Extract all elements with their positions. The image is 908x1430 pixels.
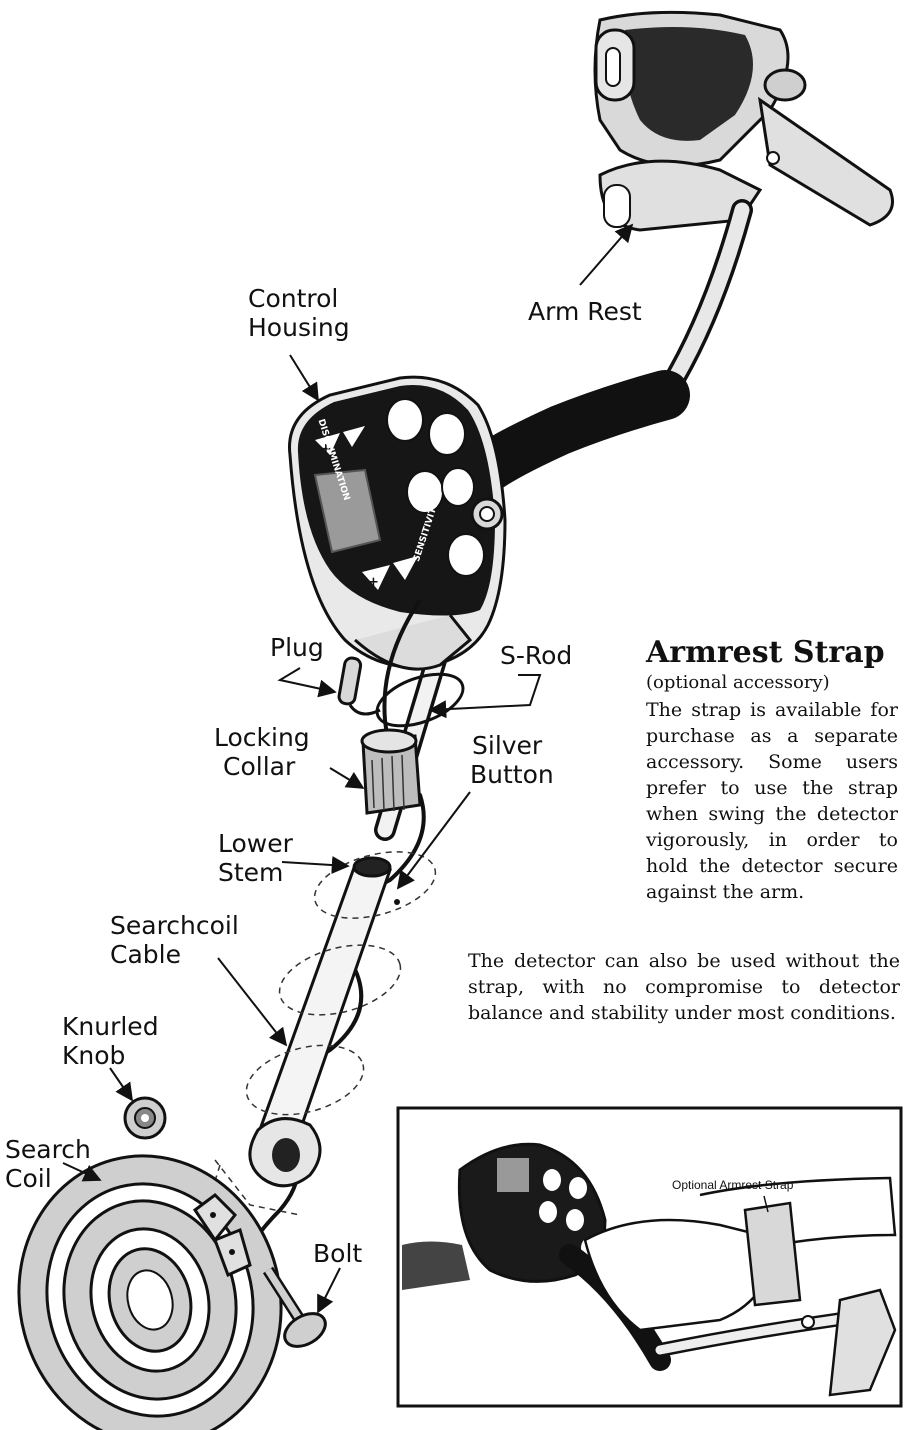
search-coil-label-line2: Coil: [5, 1164, 52, 1193]
knurled-knob: [125, 1098, 165, 1138]
inset-caption: Optional Armrest Strap: [672, 1178, 793, 1192]
armrest-strap-subtitle: (optional accessory): [646, 671, 830, 695]
lower-stem: [250, 858, 400, 1186]
plug-label: Plug: [270, 633, 324, 662]
locking-collar: [362, 730, 420, 813]
silver-button-label-line2: Button: [470, 760, 554, 789]
control-housing-label-line1: Control: [248, 284, 338, 313]
locking-collar-label-line2: Collar: [223, 752, 295, 781]
lower-stem-label-line2: Stem: [218, 858, 283, 887]
locking-collar-label-line1: Locking: [214, 723, 310, 752]
lower-stem-label-line1: Lower: [218, 829, 293, 858]
armrest-strap-body: The strap is available for purchase as a…: [646, 697, 898, 905]
sens-plus-sign: +: [368, 575, 379, 590]
armrest-strap-note: The detector can also be used without th…: [468, 948, 900, 1026]
search-coil-label-line1: Search: [5, 1135, 91, 1164]
silver-button-label-line1: Silver: [472, 731, 542, 760]
control-housing-label-line2: Housing: [248, 313, 350, 342]
armrest-strap-title: Armrest Strap: [646, 636, 885, 670]
searchcoil-cable-label-line2: Cable: [110, 940, 181, 969]
arm-rest: [595, 12, 893, 230]
s-rod-label: S-Rod: [500, 641, 572, 670]
knurled-knob-label-line2: Knob: [62, 1041, 125, 1070]
armrest-strap-inset: [398, 1108, 901, 1406]
arm-rest-label: Arm Rest: [528, 297, 642, 326]
knurled-knob-label-line1: Knurled: [62, 1012, 159, 1041]
plug: [338, 657, 380, 714]
searchcoil-cable-label-line1: Searchcoil: [110, 911, 239, 940]
bolt-label: Bolt: [313, 1239, 362, 1268]
